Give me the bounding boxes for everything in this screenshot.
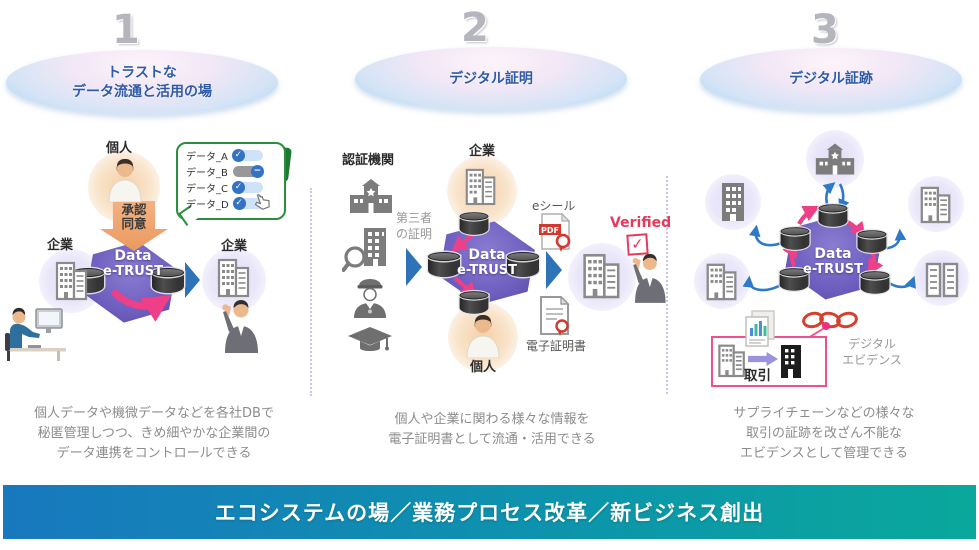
database-icon (428, 252, 460, 277)
toggle-data-b[interactable]: − (232, 165, 264, 178)
toggle-on-check-icon: ✓ (231, 149, 245, 162)
panel2-authority-label: 認証機関 (342, 153, 395, 168)
police-officer-icon (351, 278, 389, 322)
person-avatar-icon (462, 312, 504, 362)
toggle-data-c[interactable]: ✓ (231, 181, 263, 194)
pdf-document-seal-icon: PDF (538, 212, 574, 259)
evidence-line2: エビデンス (842, 352, 902, 367)
toggle-data-a[interactable]: ✓ (231, 149, 263, 162)
step1-ellipse: トラストな データ流通と活用の場 (6, 50, 278, 115)
certificate-document-icon (537, 295, 573, 342)
eseal-label: eシール (532, 199, 576, 213)
company-building-icon (215, 256, 253, 302)
company-building-icon (580, 250, 624, 304)
government-building-icon (348, 179, 394, 217)
bottom-banner: エコシステムの場／業務プロセス改革／新ビジネス創出 (3, 485, 976, 539)
company-building-icon (463, 164, 499, 212)
twin-building-icon (924, 258, 960, 302)
step1-number: 1 (112, 7, 140, 53)
office-tower-icon (718, 181, 748, 227)
verified-label: Verified (610, 215, 672, 231)
hand-cursor-icon (252, 192, 272, 216)
third-party-line1: 第三者 (396, 211, 433, 225)
audit-building-magnifier-icon (341, 226, 392, 278)
toggle-label-data-a: データ_A (186, 152, 228, 163)
step2-desc-line2: 電子証明書として流通・活用できる (388, 432, 596, 448)
toggle-off-minus-icon: − (250, 165, 264, 178)
company-building-icon (702, 261, 742, 305)
step1-desc-line3: データ連携をコントロールできる (56, 446, 252, 462)
black-building-icon (779, 343, 803, 382)
step2-desc-line1: 個人や企業に関わる様々な情報を (394, 412, 590, 427)
panel-separator-2 (666, 176, 668, 394)
panel2-hexagon-label-data: Data (468, 247, 506, 263)
step3-desc-line2: 取引の証跡を改ざん不能な (745, 426, 902, 442)
panel1-hexagon-label-etrust: e-TRUST (103, 264, 163, 280)
step2-number: 2 (461, 5, 489, 51)
businessman-icon (623, 250, 673, 308)
step2-title: デジタル証明 (449, 70, 533, 87)
third-party-line2: の証明 (396, 226, 433, 241)
evidence-chain-icon (802, 311, 858, 329)
company-building-icon (716, 342, 748, 382)
step3-desc-line1: サプライチェーンなどの様々な (733, 406, 915, 421)
panel2-hexagon-label-etrust: e-TRUST (457, 263, 517, 279)
banner-text: エコシステムの場／業務プロセス改革／新ビジネス創出 (214, 501, 765, 525)
toggle-on-check-icon: ✓ (231, 181, 245, 194)
database-icon (818, 204, 848, 227)
panel-separator-1 (310, 188, 312, 396)
step2-ellipse: デジタル証明 (355, 47, 627, 111)
database-icon (152, 268, 184, 293)
database-icon (507, 252, 539, 277)
database-icon (779, 268, 809, 291)
step3-title: デジタル証跡 (789, 71, 873, 88)
evidence-line1: デジタル (848, 337, 896, 351)
cert-label: 電子証明書 (526, 339, 587, 353)
businessman-icon (212, 297, 266, 357)
flow-arrow-right-icon (185, 262, 200, 298)
toggle-on-check-icon: ✓ (232, 197, 246, 210)
digital-evidence-label: デジタル エビデンス (836, 337, 908, 368)
panel1-kigyo-right-label: 企業 (221, 239, 248, 254)
toggle-label-data-c: データ_C (186, 184, 228, 195)
panel1-kigyo-left-label: 企業 (47, 238, 74, 253)
flow-arrow-right-icon (406, 248, 422, 286)
approval-label-line1: 承認 (121, 202, 147, 217)
graduation-cap-icon (346, 326, 394, 360)
database-icon (459, 212, 489, 235)
pdf-label: PDF (541, 226, 559, 235)
step1-desc-line1: 個人データや機微データなどを各社DBで (34, 406, 274, 421)
step3-ellipse: デジタル証跡 (700, 48, 962, 111)
panel2-kojin-label: 個人 (470, 360, 497, 375)
office-tower-icon (918, 184, 954, 228)
step2-description: 個人や企業に関わる様々な情報を 電子証明書として流通・活用できる (342, 410, 642, 450)
approval-label-line2: 同意 (121, 216, 147, 232)
step1-description: 個人データや機微データなどを各社DBで 秘匿管理しつつ、きめ細やかな企業間の デ… (4, 404, 304, 464)
report-chart-document-icon (744, 310, 776, 352)
person-at-computer-icon (2, 303, 66, 367)
toggle-data-d[interactable]: ✓ (232, 197, 264, 210)
toggle-label-data-b: データ_B (186, 168, 228, 179)
step3-desc-line3: エビデンスとして管理できる (739, 446, 909, 462)
government-building-icon (814, 143, 856, 179)
panel3-hexagon-label-data: Data (814, 246, 852, 262)
database-icon (459, 291, 489, 314)
transaction-label: 取引 (744, 368, 771, 384)
third-party-proof-label: 第三者 の証明 (396, 211, 432, 242)
panel3-hexagon-label-etrust: e-TRUST (803, 262, 863, 278)
company-building-icon (53, 259, 91, 305)
toggle-label-data-d: データ_D (186, 200, 229, 211)
panel1-kojin-label: 個人 (106, 141, 133, 156)
step1-title-line2: データ流通と活用の場 (72, 83, 212, 100)
step3-description: サプライチェーンなどの様々な 取引の証跡を改ざん不能な エビデンスとして管理でき… (684, 404, 964, 464)
step1-title-line1: トラストな (107, 64, 177, 81)
panel1-hexagon-label-data: Data (114, 248, 152, 264)
person-avatar-icon (104, 156, 146, 206)
panel2-kigyo-label: 企業 (469, 144, 496, 159)
step1-desc-line2: 秘匿管理しつつ、きめ細やかな企業間の (37, 426, 271, 442)
step3-number: 3 (811, 7, 839, 53)
